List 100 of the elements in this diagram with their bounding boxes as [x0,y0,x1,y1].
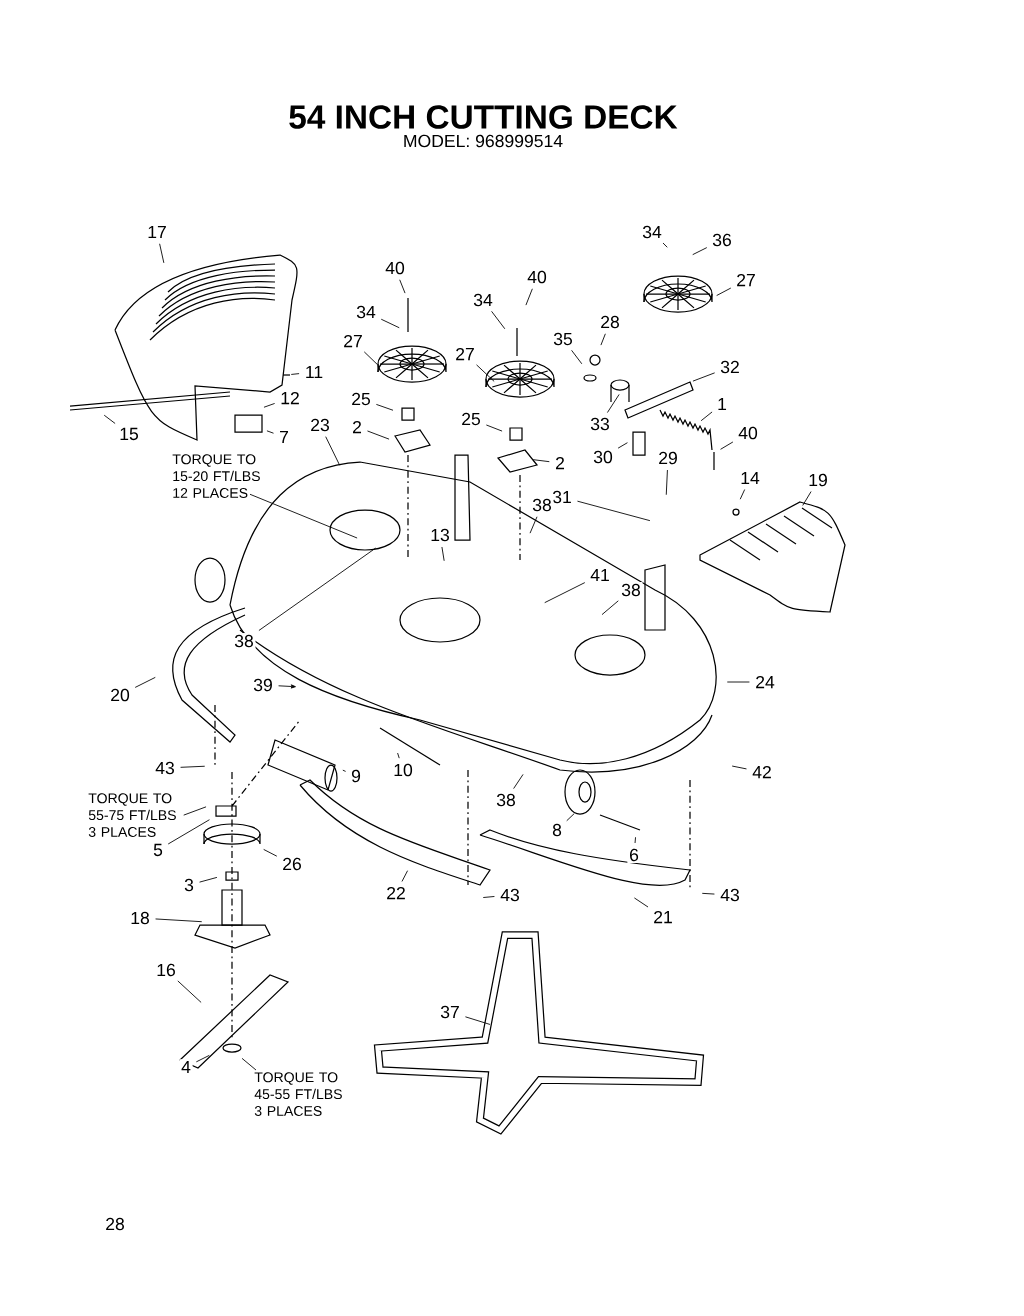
callout-number: 8 [550,822,564,838]
callout-number: 40 [525,269,549,285]
callout-number: 20 [108,687,132,703]
callout-number: 15 [117,426,141,442]
leader-line [258,547,377,631]
leader-line [566,813,575,822]
callout-number: 40 [736,425,760,441]
leader-line [529,516,538,534]
leader-line [380,318,400,329]
callout-number: 43 [718,887,742,903]
callout-number: 33 [588,416,612,432]
callout-number: 27 [734,272,758,288]
leader-line [731,765,747,770]
callout-number: 43 [153,760,177,776]
leader-line [266,430,274,434]
leader-line [249,493,358,539]
leader-line [525,288,533,306]
leader-line [263,849,278,857]
callout-number: 4 [179,1059,193,1075]
leader-line [464,1016,491,1025]
callout-number: 16 [154,962,178,978]
callout-number: 14 [738,470,762,486]
callout-number: 9 [349,768,363,784]
leader-line [342,769,347,772]
leader-line [485,424,503,432]
callout-number: 30 [591,449,615,465]
callout-number: 36 [710,232,734,248]
leader-line [739,489,746,500]
callout-number: 34 [640,224,664,240]
callout-number: 34 [471,292,495,308]
leader-line [802,491,812,506]
callout-number: 12 [278,390,302,406]
callout-number: 17 [145,224,169,240]
leader-line [325,436,341,466]
leader-line [441,546,445,562]
leader-line [532,459,550,463]
leader-line [177,980,202,1003]
leader-line [513,773,524,790]
leader-line [180,765,206,768]
leader-line [401,870,408,882]
leader-line [167,819,210,845]
callout-number: 11 [303,364,325,380]
callout-number: 3 [182,877,196,893]
leader-line [716,287,732,296]
callout-number: 27 [453,346,477,362]
callout-number: 25 [459,411,483,427]
leader-line [183,806,207,816]
callout-number: 21 [651,909,675,925]
callout-number: 43 [498,887,522,903]
callout-number: 18 [128,910,152,926]
leader-line [476,364,495,382]
leader-line [701,892,715,895]
leader-line [692,247,708,256]
leader-line [601,600,619,616]
leader-line [662,242,668,248]
leader-line [278,684,296,689]
callout-number: 29 [656,450,680,466]
leader-line [571,349,583,365]
callout-number: 38 [619,582,643,598]
callout-number: 25 [349,391,373,407]
callout-number: 7 [277,429,291,445]
leader-line [363,351,378,365]
leader-line [692,372,716,382]
leader-line [720,441,734,450]
leader-line [606,394,620,413]
callout-number: 34 [354,304,378,320]
callout-number: 39 [251,677,275,693]
leader-line [544,582,586,604]
leader-line [159,243,165,264]
callout-number: 6 [627,847,641,863]
leader-line [199,876,218,883]
callout-number: 38 [232,633,256,649]
leader-line [399,279,406,294]
callout-number: 13 [428,527,452,543]
torque-note: TORQUE TO 45-55 FT/LBS 3 PLACES [252,1070,350,1118]
callout-number: 37 [438,1004,462,1020]
leader-line [617,442,628,449]
leader-line [600,333,606,346]
callout-number: 27 [341,333,365,349]
callout-number: 41 [588,567,612,583]
callout-number: 40 [383,260,407,276]
leader-line [482,896,495,898]
leader-line [665,469,668,496]
callout-number: 19 [806,472,830,488]
leader-line [375,403,394,411]
callout-number: 5 [151,842,165,858]
model-number: MODEL: 968999514 [404,134,563,148]
callout-number: 24 [753,674,777,690]
leader-line [367,430,390,440]
leader-line [241,1057,257,1071]
leader-line [700,411,713,422]
callout-number: 26 [280,856,304,872]
leader-line [134,676,156,688]
callout-number: 32 [718,359,742,375]
leader-line [103,414,116,424]
page-number: 28 [106,1217,124,1231]
title: 54 INCH CUTTING DECK [289,105,678,129]
callout-number: 38 [530,497,554,513]
callout-number: 38 [494,792,518,808]
callout-number: 28 [598,314,622,330]
